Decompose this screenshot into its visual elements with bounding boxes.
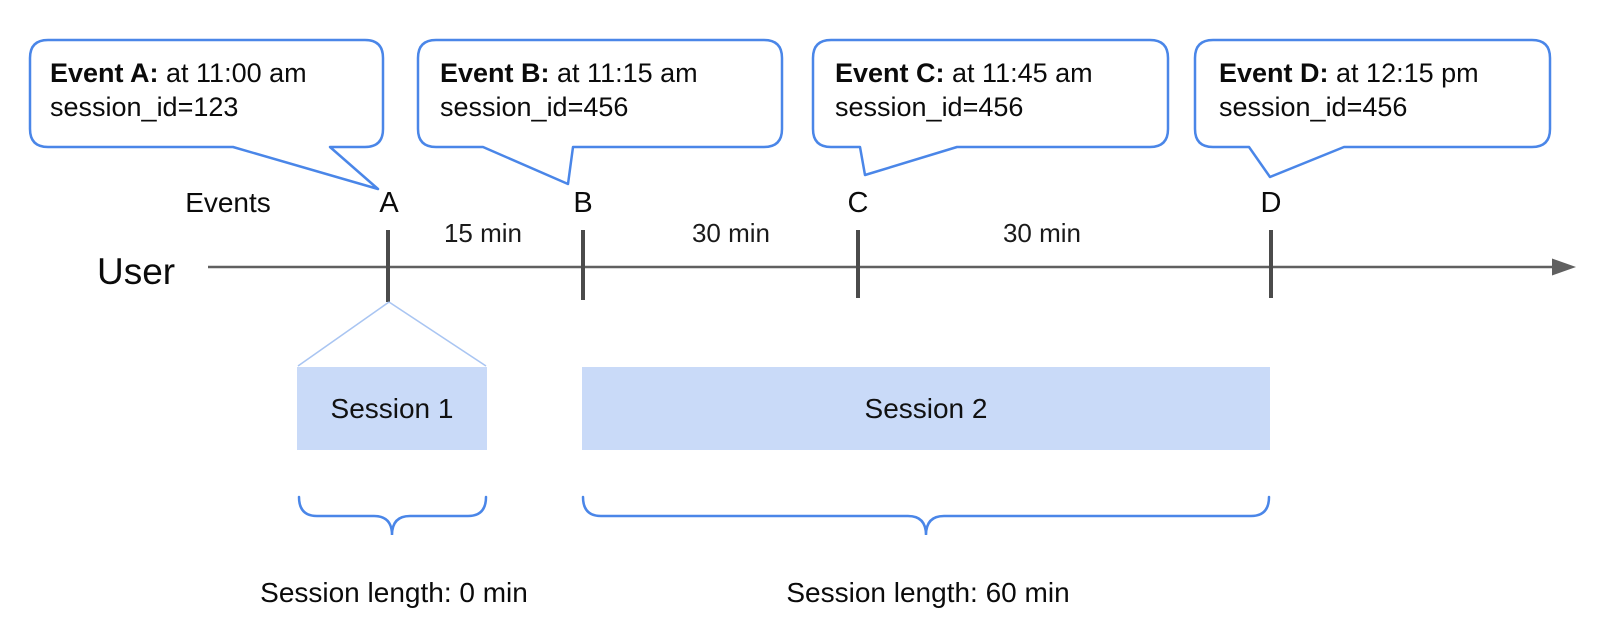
event-bubble-b-shape bbox=[416, 38, 784, 186]
bubble-d-line1: Event D: at 12:15 pm bbox=[1219, 56, 1530, 90]
session1-funnel-right-line bbox=[388, 301, 487, 367]
bubble-c-time: at 11:45 am bbox=[944, 58, 1093, 88]
bubble-a-line1: Event A: at 11:00 am bbox=[50, 56, 363, 90]
session1-length-brace bbox=[297, 495, 488, 536]
event-bubble-c-text: Event C: at 11:45 am session_id=456 bbox=[835, 56, 1148, 124]
timeline-arrowhead-icon bbox=[1552, 258, 1576, 276]
interval-b-c-label: 30 min bbox=[691, 218, 771, 248]
bubble-b-time: at 11:15 am bbox=[549, 58, 698, 88]
bubble-a-time: at 11:00 am bbox=[158, 58, 307, 88]
session1-box: Session 1 bbox=[297, 367, 487, 450]
session1-length-label: Session length: 0 min bbox=[260, 577, 528, 608]
event-bubble-c-shape bbox=[811, 38, 1170, 177]
bubble-d-title: Event D: bbox=[1219, 58, 1329, 88]
interval-a-b-label: 15 min bbox=[443, 218, 523, 248]
bubble-b-line1: Event B: at 11:15 am bbox=[440, 56, 762, 90]
bubble-d-time: at 12:15 pm bbox=[1328, 58, 1479, 88]
bubble-b-session-id: session_id=456 bbox=[440, 92, 629, 122]
event-bubble-a-text: Event A: at 11:00 am session_id=123 bbox=[50, 56, 363, 124]
bubble-a-title: Event A: bbox=[50, 58, 159, 88]
bubble-c-session-id: session_id=456 bbox=[835, 92, 1024, 122]
bubble-a-session-id: session_id=123 bbox=[50, 92, 239, 122]
bubble-b-title: Event B: bbox=[440, 58, 550, 88]
event-marker-d: D bbox=[1260, 187, 1282, 219]
event-marker-a: A bbox=[379, 187, 399, 219]
event-bubble-a-shape bbox=[28, 38, 385, 191]
events-row-label: Events bbox=[185, 187, 271, 218]
session2-length-brace bbox=[581, 495, 1271, 536]
bubble-d-session-id: session_id=456 bbox=[1219, 92, 1408, 122]
session1-label: Session 1 bbox=[330, 392, 454, 424]
session2-length-label: Session length: 60 min bbox=[786, 577, 1070, 608]
session1-funnel-left-line bbox=[297, 301, 390, 367]
bubble-c-line1: Event C: at 11:45 am bbox=[835, 56, 1148, 90]
user-axis-label: User bbox=[97, 251, 176, 292]
interval-c-d-label: 30 min bbox=[1002, 218, 1082, 248]
event-bubble-b-text: Event B: at 11:15 am session_id=456 bbox=[440, 56, 762, 124]
bubble-c-title: Event C: bbox=[835, 58, 945, 88]
session2-label: Session 2 bbox=[864, 392, 988, 424]
event-bubble-d-text: Event D: at 12:15 pm session_id=456 bbox=[1219, 56, 1530, 124]
event-marker-b: B bbox=[573, 187, 593, 219]
event-marker-c: C bbox=[847, 187, 869, 219]
session2-box: Session 2 bbox=[582, 367, 1270, 450]
event-bubble-d-shape bbox=[1193, 38, 1552, 179]
